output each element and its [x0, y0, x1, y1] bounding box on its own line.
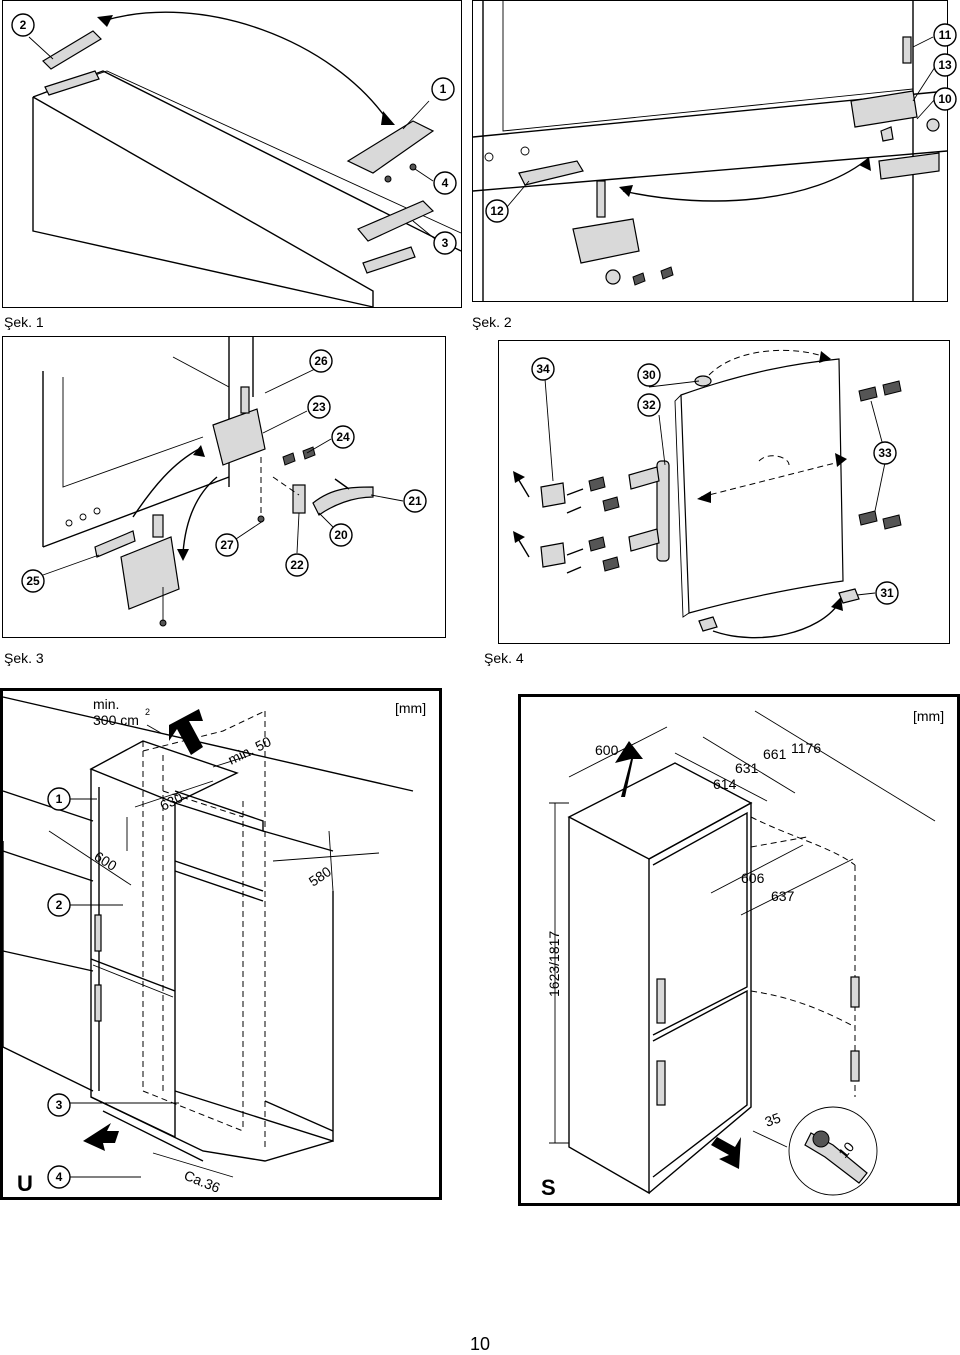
svg-text:11: 11 — [939, 28, 952, 42]
svg-text:20: 20 — [334, 528, 348, 542]
svg-text:2: 2 — [56, 898, 63, 912]
figure-3-caption: Şek. 3 — [4, 650, 44, 666]
installation-s-panel: [mm] 600 614 631 661 1176 606 637 1623/1… — [518, 694, 960, 1206]
u-callout-3: 3 — [47, 1093, 71, 1117]
u-callout-1: 1 — [47, 787, 71, 811]
u-vent-sup: 2 — [145, 707, 150, 717]
svg-text:33: 33 — [878, 446, 892, 460]
figure-4-caption: Şek. 4 — [484, 650, 524, 666]
svg-text:34: 34 — [536, 362, 550, 376]
installation-s-drawing: [mm] 600 614 631 661 1176 606 637 1623/1… — [541, 708, 944, 1200]
svg-text:30: 30 — [642, 368, 656, 382]
s-dim-614: 614 — [713, 776, 737, 792]
svg-text:3: 3 — [442, 236, 449, 250]
s-dim-606: 606 — [741, 870, 765, 886]
svg-text:25: 25 — [26, 574, 40, 588]
figure-4-callout-33: 33 — [873, 441, 897, 465]
s-dim-637: 637 — [771, 888, 795, 904]
u-callout-4: 4 — [47, 1165, 71, 1189]
figure-1-callout-4: 4 — [433, 171, 457, 195]
svg-text:23: 23 — [312, 400, 326, 414]
s-dim-631: 631 — [735, 760, 759, 776]
svg-text:1: 1 — [440, 82, 447, 96]
svg-text:13: 13 — [938, 58, 952, 72]
figure-4-callout-34: 34 — [531, 357, 555, 381]
figure-1-panel: 2 1 4 3 — [2, 0, 462, 308]
figure-3-callout-22: 22 — [285, 553, 309, 577]
svg-text:27: 27 — [220, 538, 234, 552]
svg-text:10: 10 — [938, 92, 952, 106]
figure-3-callout-20: 20 — [329, 523, 353, 547]
u-dim-width: 600 — [91, 848, 119, 874]
figure-3-callout-27: 27 — [215, 533, 239, 557]
u-dim-bottom: Ca.36 — [182, 1167, 223, 1196]
figure-3-callout-21: 21 — [403, 489, 427, 513]
figure-2-caption: Şek. 2 — [472, 314, 512, 330]
figure-2-callout-11: 11 — [933, 23, 957, 47]
figure-2-callout-10: 10 — [933, 87, 957, 111]
installation-u-drawing: min. 300 cm 2 [mm] min. 50 630 600 580 C… — [2, 696, 426, 1196]
u-variant-label: U — [17, 1171, 33, 1196]
figure-4-callout-30: 30 — [637, 363, 661, 387]
figure-1-callout-2: 2 — [11, 13, 35, 37]
svg-text:2: 2 — [20, 18, 27, 32]
svg-text:1: 1 — [56, 792, 63, 806]
figure-1-caption: Şek. 1 — [4, 314, 44, 330]
figure-2-callout-13: 13 — [933, 53, 957, 77]
svg-text:22: 22 — [290, 558, 304, 572]
figure-2-callout-12: 12 — [485, 199, 509, 223]
figure-3-panel: 26 23 24 21 20 22 27 25 — [2, 336, 446, 638]
figure-3-callout-23: 23 — [307, 395, 331, 419]
u-callout-2: 2 — [47, 893, 71, 917]
s-variant-label: S — [541, 1175, 556, 1200]
figure-3-callout-26: 26 — [309, 349, 333, 373]
svg-text:4: 4 — [442, 176, 449, 190]
s-dim-foot: 35 — [763, 1109, 783, 1129]
page-number: 10 — [469, 1334, 491, 1354]
svg-text:26: 26 — [314, 354, 328, 368]
figure-1-callout-1: 1 — [431, 77, 455, 101]
figure-4-panel: 34 30 32 33 31 — [498, 340, 950, 644]
u-unit-label: [mm] — [395, 700, 426, 716]
figure-2-drawing: 11 13 10 12 — [472, 1, 957, 301]
u-vent-line1: min. — [93, 696, 119, 712]
s-dim-height: 1623/1817 — [546, 931, 562, 997]
figure-3-drawing: 26 23 24 21 20 22 27 25 — [21, 337, 427, 627]
s-unit-label: [mm] — [913, 708, 944, 724]
figure-4-drawing: 34 30 32 33 31 — [513, 349, 902, 639]
figure-4-callout-32: 32 — [637, 393, 661, 417]
svg-text:3: 3 — [56, 1098, 63, 1112]
s-dim-1176: 1176 — [791, 740, 821, 756]
svg-text:4: 4 — [56, 1170, 63, 1184]
svg-text:21: 21 — [408, 494, 422, 508]
figure-1-drawing: 2 1 4 3 — [11, 11, 462, 308]
s-dim-width: 600 — [595, 742, 619, 758]
svg-text:31: 31 — [880, 586, 894, 600]
figure-3-callout-24: 24 — [331, 425, 355, 449]
figure-2-panel: 11 13 10 12 — [472, 0, 957, 302]
svg-text:12: 12 — [490, 204, 504, 218]
svg-text:32: 32 — [642, 398, 656, 412]
s-dim-661: 661 — [763, 746, 787, 762]
figure-3-callout-25: 25 — [21, 569, 45, 593]
figure-1-callout-3: 3 — [433, 231, 457, 255]
installation-u-panel: min. 300 cm 2 [mm] min. 50 630 600 580 C… — [0, 688, 442, 1200]
svg-text:24: 24 — [336, 430, 350, 444]
u-dim-gap: min. 50 — [225, 733, 273, 768]
u-vent-line2: 300 cm — [93, 712, 139, 728]
figure-4-callout-31: 31 — [875, 581, 899, 605]
u-dim-side: 580 — [306, 863, 334, 889]
